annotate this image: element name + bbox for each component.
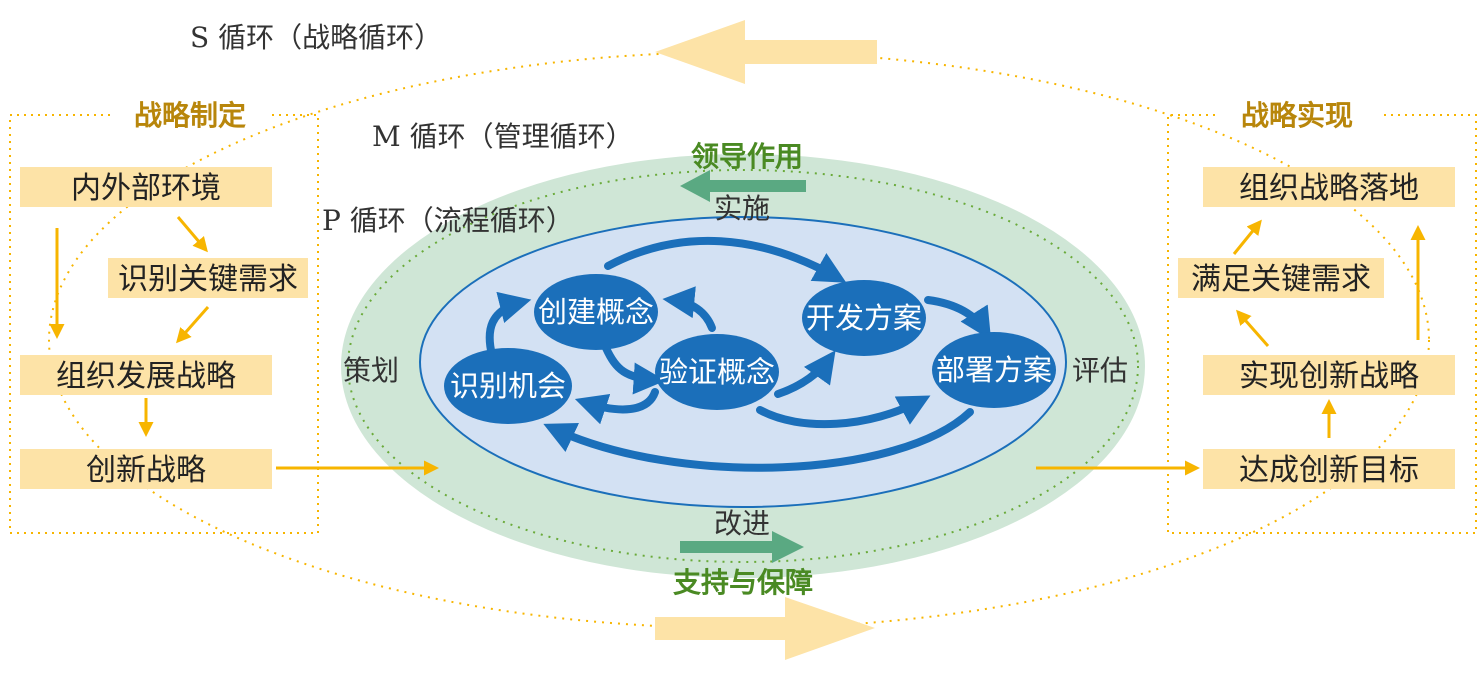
right-box-landing-label: 组织战略落地 [1239, 171, 1419, 206]
arrow-env-to-needs [176, 216, 208, 253]
flow-verify-to-create [662, 286, 716, 332]
s-cycle-top-arrow [655, 20, 877, 84]
node-identify: 识别机会 [444, 348, 572, 424]
right-box-needs-label: 满足关键需求 [1191, 262, 1371, 297]
left-box-needs [108, 258, 308, 298]
flow-top-to-develop [604, 236, 847, 283]
flow-verify-to-identify [574, 388, 659, 425]
left-box-needs-label: 识别关键需求 [118, 262, 298, 297]
left-box-environment-label: 内外部环境 [71, 171, 221, 206]
arrow-needs-to-org-strategy [176, 306, 210, 344]
left-box-org-strategy [20, 355, 272, 395]
s-cycle-bottom-arrow [655, 597, 875, 660]
node-develop-label: 开发方案 [806, 301, 922, 335]
left-panel-frame [9, 114, 319, 534]
node-deploy-label: 部署方案 [936, 353, 1052, 387]
m-cycle-bottom-arrow [680, 531, 804, 563]
left-box-innovation-strategy-label: 创新战略 [86, 453, 206, 488]
flow-identify-to-create [485, 291, 532, 359]
m-cycle-bottom-label: 支持与保障 [673, 566, 813, 599]
m-cycle-top-label: 领导作用 [691, 140, 803, 173]
node-verify-label: 验证概念 [659, 355, 775, 389]
m-cycle-title: M 循环（管理循环） [372, 120, 634, 153]
p-cycle-bottom-label: 改进 [714, 507, 770, 540]
p-cycle-title: P 循环（流程循环） [322, 204, 574, 237]
right-box-innovation-strategy [1203, 355, 1455, 395]
m-cycle-left-label: 策划 [343, 354, 399, 387]
arrow-needs-to-landing [1232, 219, 1262, 255]
s-cycle-title: S 循环（战略循环） [190, 21, 442, 54]
flow-verify-to-develop [774, 350, 836, 398]
flow-develop-to-deploy [924, 296, 992, 341]
left-box-innovation-strategy [20, 449, 272, 489]
node-create: 创建概念 [534, 274, 658, 350]
p-cycle-top-label: 实施 [714, 192, 770, 225]
arrow-strategy-to-needs [1236, 309, 1270, 347]
m-cycle-dotted-ring [347, 169, 1139, 563]
right-box-innovation-strategy-label: 实现创新战略 [1239, 359, 1419, 394]
left-panel-title: 战略制定 [134, 99, 246, 132]
flow-deploy-to-identify [543, 408, 974, 472]
left-box-environment [20, 167, 272, 207]
node-identify-label: 识别机会 [450, 369, 566, 403]
node-develop: 开发方案 [802, 280, 926, 356]
node-deploy: 部署方案 [932, 332, 1056, 408]
right-box-goal [1203, 449, 1455, 489]
right-box-goal-label: 达成创新目标 [1239, 453, 1419, 488]
node-create-label: 创建概念 [538, 295, 654, 329]
right-box-needs [1178, 258, 1384, 298]
m-cycle-right-label: 评估 [1072, 354, 1128, 387]
flow-verify-to-deploy [756, 395, 931, 429]
m-cycle-top-arrow [680, 170, 806, 202]
left-box-org-strategy-label: 组织发展战略 [56, 359, 236, 394]
right-panel-title: 战略实现 [1241, 99, 1353, 132]
flow-create-to-verify [602, 344, 666, 395]
node-verify: 验证概念 [655, 334, 779, 410]
right-box-landing [1203, 167, 1455, 207]
